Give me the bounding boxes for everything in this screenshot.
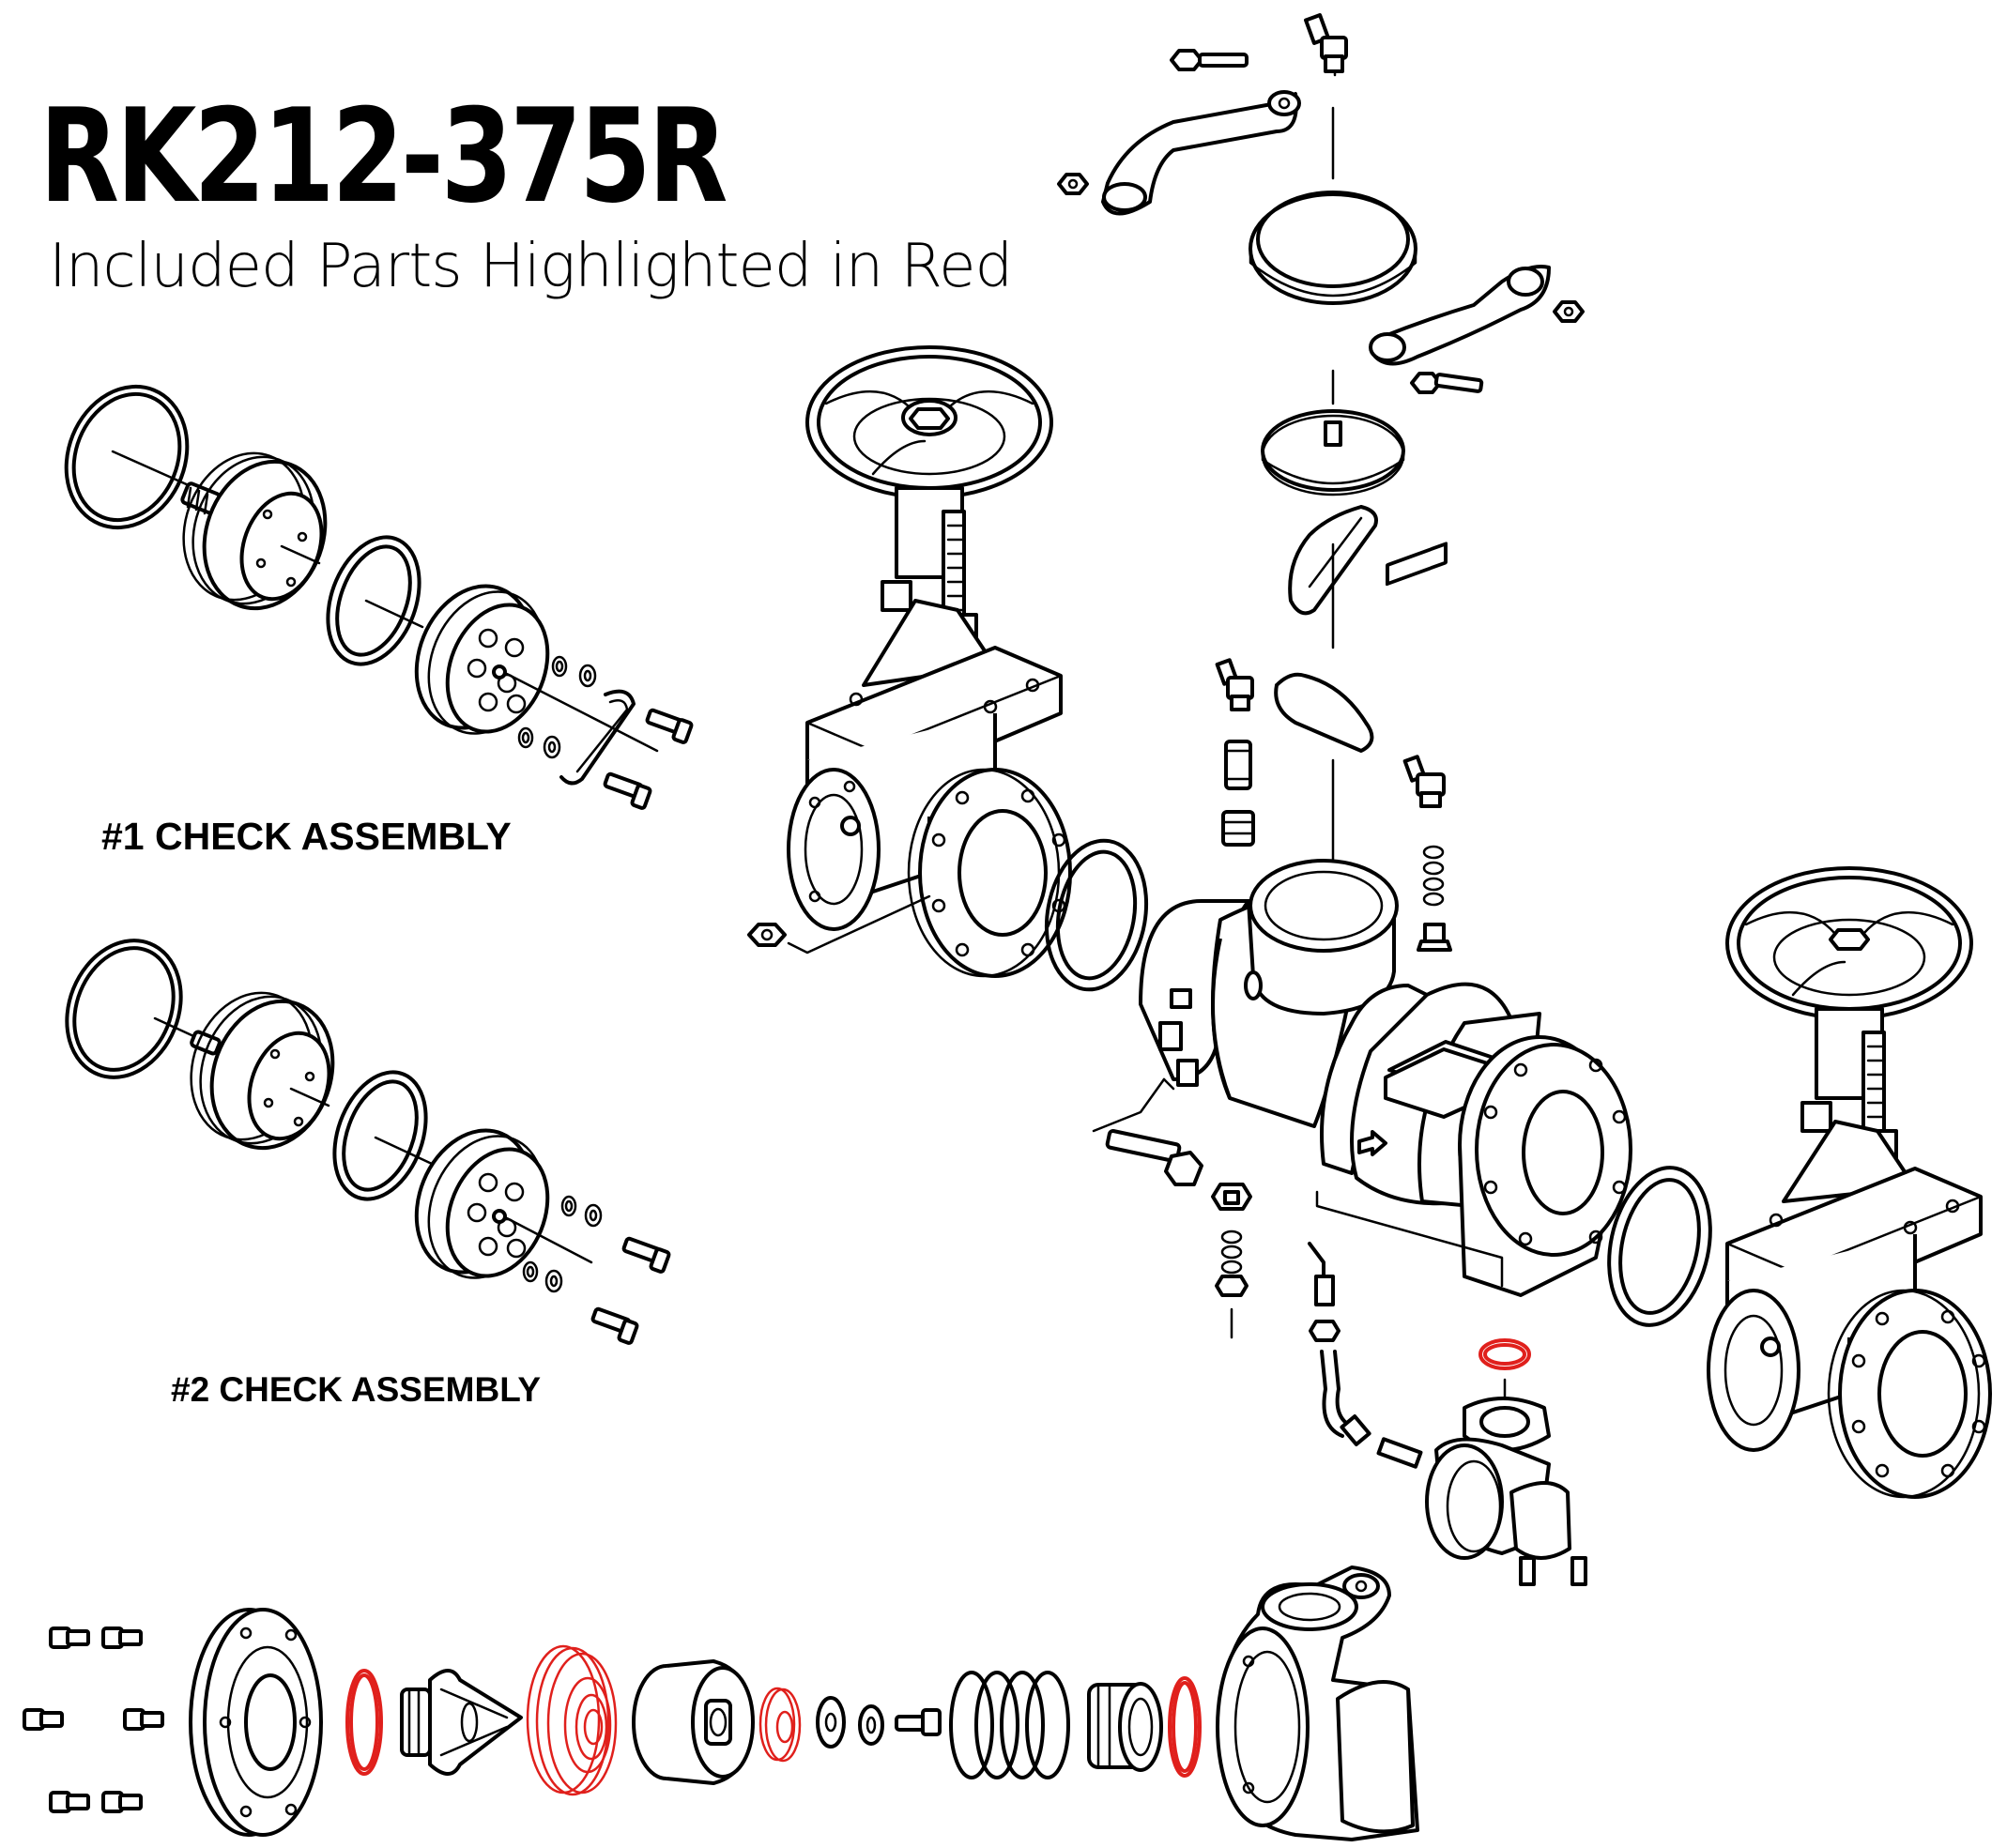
retaining-ring-upper (1288, 505, 1378, 616)
top-clamp-bolt-lower (1410, 372, 1484, 394)
check1-cover (182, 451, 328, 611)
relief-diaphragm-stem (400, 1669, 523, 1776)
relief-valve (1425, 1338, 1587, 1586)
relief-bolt-6 (101, 1791, 143, 1813)
top-clamp-bolt (1170, 49, 1249, 71)
top-clamp-lower-half (1369, 265, 1551, 366)
cover-disc (1261, 409, 1405, 496)
left-valve-body (787, 713, 997, 931)
retaining-ring-lower (1274, 672, 1374, 753)
check1-axis-line (111, 450, 201, 492)
check-assembly-2 (65, 939, 671, 1345)
check-assembly-1-label: #1 CHECK ASSEMBLY (101, 815, 512, 858)
right-handwheel (1725, 866, 1973, 1020)
check1-axis-line-4 (505, 672, 659, 753)
relief-guide (1087, 1682, 1163, 1772)
check1-disc-holder (414, 584, 550, 735)
sensing-tube (1308, 1242, 1423, 1469)
check2-stem (190, 1030, 222, 1056)
check1-axis-line-2 (280, 544, 321, 565)
check2-cover (190, 991, 335, 1151)
left-handwheel (805, 345, 1053, 499)
relief-seat-red (758, 1687, 802, 1763)
relief-valve-o-ring-red (1478, 1338, 1531, 1370)
check1-washers (517, 655, 597, 759)
left-gate-valve (747, 345, 1072, 978)
relief-row-bolts (23, 1627, 164, 1813)
check1-spring-clip (559, 689, 636, 786)
test-cock-right (1402, 755, 1446, 808)
relief-bolt-1 (49, 1627, 90, 1649)
check1-seat-ring (326, 535, 421, 666)
left-flange-gasket (1044, 838, 1149, 992)
relief-spring (949, 1671, 1070, 1779)
check2-large-o-ring (65, 939, 183, 1079)
relief-bolt-3 (23, 1708, 64, 1731)
check2-axis-line-2 (289, 1087, 330, 1107)
top-clamp-nut-right (1553, 300, 1585, 323)
check1-axis-line-3 (364, 599, 424, 629)
right-valve-body (1707, 1234, 1917, 1452)
left-flange-nut (747, 894, 931, 955)
fitting-stack-left (1211, 1183, 1252, 1339)
relief-stem-bolt (895, 1708, 942, 1736)
check2-bolts (590, 1236, 671, 1345)
top-clamp-nut-left (1057, 173, 1089, 195)
relief-bolt-4 (123, 1708, 164, 1731)
page-subtitle: Included Parts Highlighted in Red (49, 232, 1013, 301)
relief-piston (632, 1659, 755, 1785)
check1-large-o-ring (64, 384, 190, 530)
relief-o-ring-1-red (345, 1669, 383, 1776)
main-valve-body (1092, 542, 1632, 1297)
fitting-stack-right (1417, 845, 1452, 952)
body-top-port (1244, 859, 1399, 1016)
check-assembly-1 (64, 384, 694, 810)
top-test-cock (1304, 13, 1348, 77)
check2-washers (522, 1195, 603, 1293)
check1-bolts (603, 708, 694, 810)
check2-axis-line-3 (374, 1136, 434, 1166)
relief-diaphragm-red (526, 1644, 618, 1796)
body-mount-bolt (1092, 1077, 1203, 1186)
relief-washers (816, 1696, 884, 1749)
relief-bolt-5 (49, 1791, 90, 1813)
right-stem-yoke (1782, 1007, 1917, 1203)
page-title: RK212-375R (39, 81, 728, 232)
relief-o-ring-2-red (1168, 1676, 1202, 1778)
check2-axis-line-4 (505, 1216, 593, 1264)
check2-seat-ring (332, 1070, 428, 1201)
relief-valve-body (1216, 1565, 1419, 1841)
nipple-pipe (1221, 740, 1255, 847)
top-clamp-ring (1249, 191, 1417, 305)
relief-bolt-2 (101, 1627, 143, 1649)
check2-disc-holder (414, 1128, 550, 1279)
left-outlet-flange (907, 768, 1072, 978)
right-flange-gasket (1607, 1166, 1712, 1327)
right-outlet-flange (1827, 1289, 1992, 1499)
right-gate-valve (1707, 866, 1992, 1499)
relief-cover-flange (189, 1608, 323, 1837)
check-assembly-2-label: #2 CHECK ASSEMBLY (171, 1370, 542, 1409)
relief-leader (1315, 1190, 1504, 1288)
body-outlet-flange (1458, 1035, 1632, 1297)
top-clamp-upper-half (1101, 90, 1301, 216)
test-cock-upper-left (1215, 658, 1254, 711)
